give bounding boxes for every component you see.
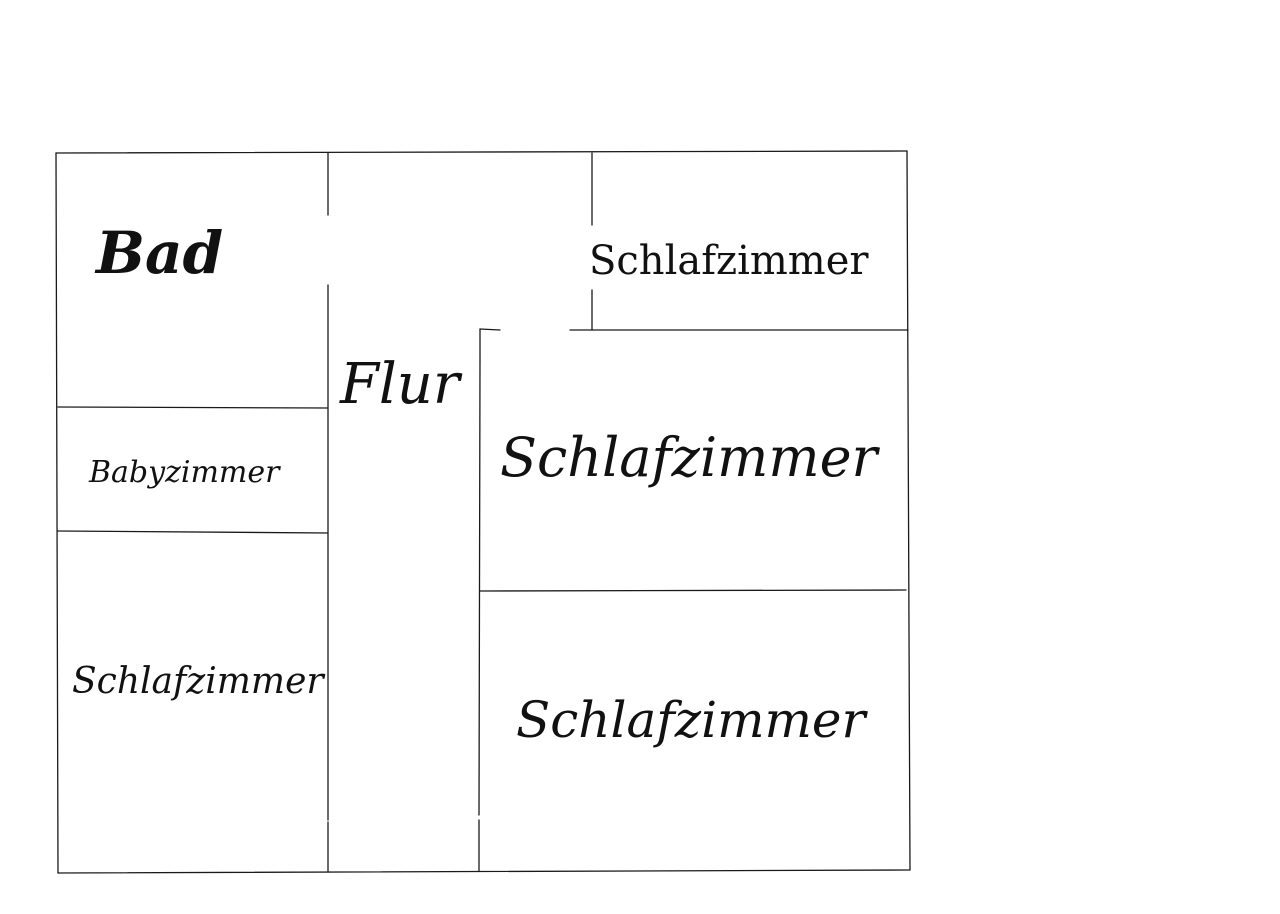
outer-wall-left [55, 152, 59, 874]
outer-wall-top [55, 150, 908, 154]
hallway-right-wall [478, 359, 481, 816]
hallway-right-wall-stub [479, 328, 501, 331]
babyzimmer-schlafzimmer-wall [57, 530, 329, 534]
walls [55, 150, 911, 874]
outer-wall-right [906, 150, 911, 871]
room-label-schlafzimmer-middle-right: Schlafzimmer [500, 426, 881, 489]
room-label-flur: Flur [339, 352, 463, 417]
room-label-schlafzimmer-bottom-right: Schlafzimmer [516, 691, 869, 749]
room-label-babyzimmer: Babyzimmer [88, 455, 281, 490]
middle-bedroom-bottom-wall [479, 589, 907, 592]
bad-babyzimmer-wall [57, 406, 329, 409]
room-label-bad: Bad [94, 219, 223, 287]
room-labels: Bad Flur Schlafzimmer Babyzimmer Schlafz… [72, 219, 881, 749]
outer-wall-bottom [57, 869, 911, 874]
room-label-schlafzimmer-left: Schlafzimmer [72, 661, 325, 702]
room-label-schlafzimmer-top-right: Schlafzimmer [589, 238, 869, 284]
